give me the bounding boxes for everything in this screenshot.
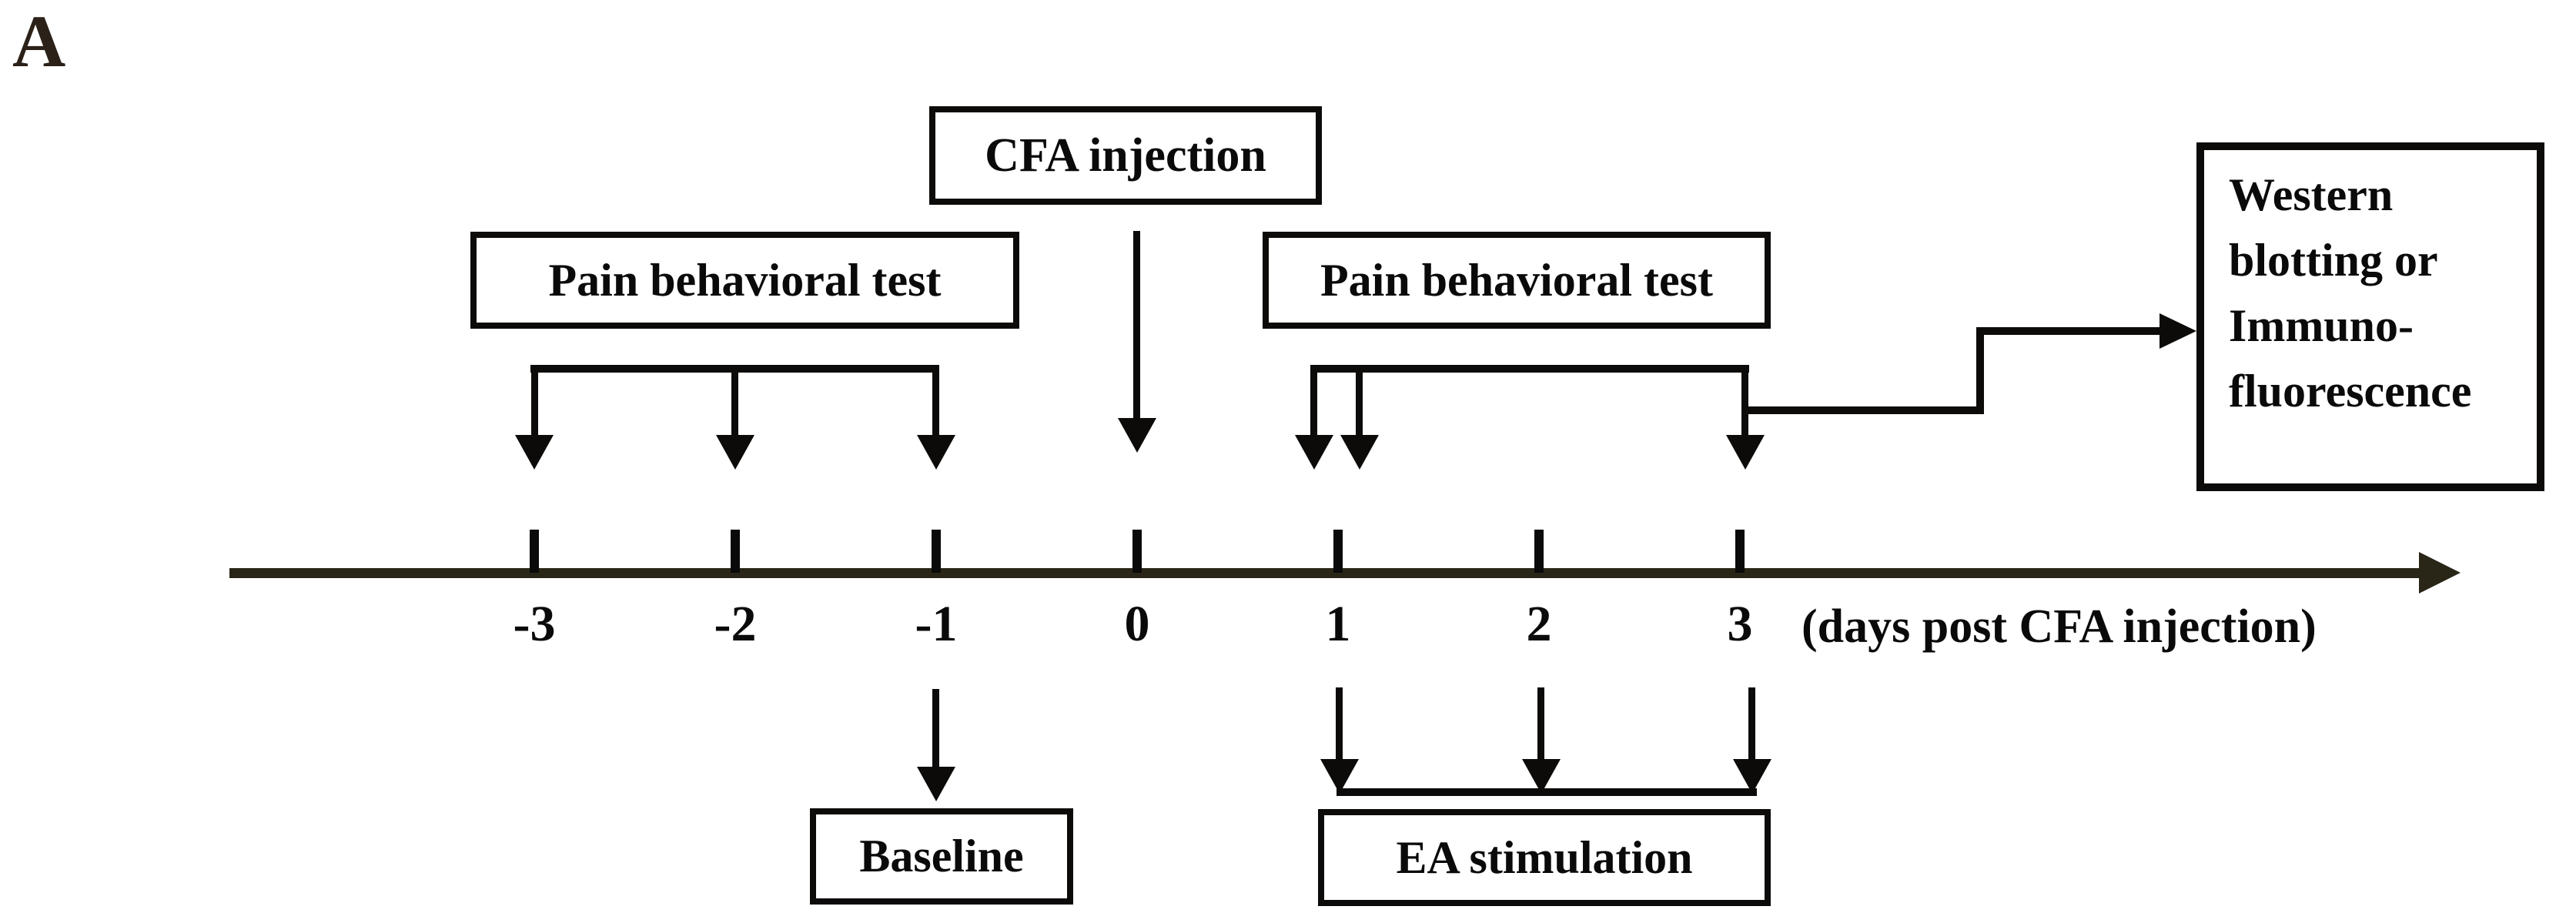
cfa-injection-label: CFA injection: [985, 129, 1266, 182]
tick-label-day-minus2: -2: [714, 596, 757, 652]
ea-arrow-day2-shaft: [1537, 687, 1544, 761]
baseline-label: Baseline: [859, 831, 1024, 881]
axis-caption: (days post CFA injection): [1802, 600, 2317, 653]
western-blotting-box: Western blotting or Immuno- fluorescence: [2196, 142, 2544, 491]
cfa-injection-arrow-shaft: [1133, 231, 1140, 420]
tick-label-day-0: 0: [1124, 596, 1150, 652]
tick-label-day-1: 1: [1325, 596, 1351, 652]
tick-day-minus2: [731, 530, 740, 573]
pre-arrow-day-minus2-head: [716, 435, 754, 470]
cfa-injection-box: CFA injection: [929, 106, 1322, 205]
western-line-4: fluorescence: [2229, 366, 2472, 416]
western-line-2: blotting or: [2229, 235, 2438, 286]
pre-arrow-day-minus2-shaft: [731, 366, 738, 437]
western-connector-upper-line: [1980, 327, 2159, 335]
ea-arrow-day1-head: [1320, 759, 1359, 794]
ea-stimulation-box: EA stimulation: [1318, 809, 1771, 906]
tick-label-day-minus3: -3: [513, 596, 556, 652]
pre-arrow-day-minus3-shaft: [531, 366, 538, 437]
pain-test-post-label: Pain behavioral test: [1320, 254, 1713, 306]
tick-label-day-3: 3: [1727, 596, 1753, 652]
ea-bracket-line: [1337, 788, 1757, 796]
pre-arrow-day-minus1-shaft: [932, 366, 939, 437]
tick-label-day-2: 2: [1526, 596, 1552, 652]
western-connector-arrow-head: [2159, 313, 2196, 349]
tick-day-minus1: [932, 530, 941, 573]
pain-test-post-bracket-line: [1310, 365, 1749, 373]
pain-test-post-box: Pain behavioral test: [1263, 232, 1771, 329]
tick-day-3: [1735, 530, 1745, 573]
western-blotting-label: Western blotting or Immuno- fluorescence: [2204, 150, 2479, 424]
cfa-injection-arrow-head: [1118, 418, 1156, 453]
ea-arrow-day3-shaft: [1748, 687, 1755, 761]
timeline-axis-arrow-head: [2419, 552, 2461, 594]
pain-test-pre-box: Pain behavioral test: [470, 232, 1019, 329]
western-connector-riser-line: [1976, 327, 1984, 414]
ea-arrow-day2-head: [1522, 759, 1561, 794]
post-arrow-day1-first-shaft: [1310, 366, 1317, 437]
ea-stimulation-label: EA stimulation: [1396, 831, 1693, 883]
baseline-arrow-head: [917, 767, 955, 801]
tick-day-0: [1132, 530, 1142, 573]
pain-test-pre-label: Pain behavioral test: [548, 254, 942, 306]
post-arrow-day3-shaft: [1741, 366, 1748, 437]
post-arrow-day3-head: [1726, 435, 1765, 470]
timeline-axis-line: [229, 568, 2420, 578]
baseline-arrow-shaft: [932, 689, 939, 767]
tick-day-minus3: [530, 530, 539, 573]
post-arrow-day1-first-head: [1295, 435, 1333, 470]
western-line-1: Western: [2229, 169, 2394, 220]
ea-arrow-day3-head: [1733, 759, 1771, 794]
tick-day-1: [1333, 530, 1343, 573]
baseline-box: Baseline: [810, 808, 1073, 905]
pre-arrow-day-minus1-head: [917, 435, 955, 470]
panel-label: A: [12, 0, 66, 82]
western-line-3: Immuno-: [2229, 300, 2414, 351]
post-arrow-day1-second-shaft: [1356, 366, 1363, 437]
western-connector-lower-line: [1745, 406, 1980, 414]
ea-arrow-day1-shaft: [1336, 687, 1343, 761]
tick-day-2: [1534, 530, 1544, 573]
pre-arrow-day-minus3-head: [515, 435, 554, 470]
tick-label-day-minus1: -1: [915, 596, 958, 652]
post-arrow-day1-second-head: [1340, 435, 1379, 470]
